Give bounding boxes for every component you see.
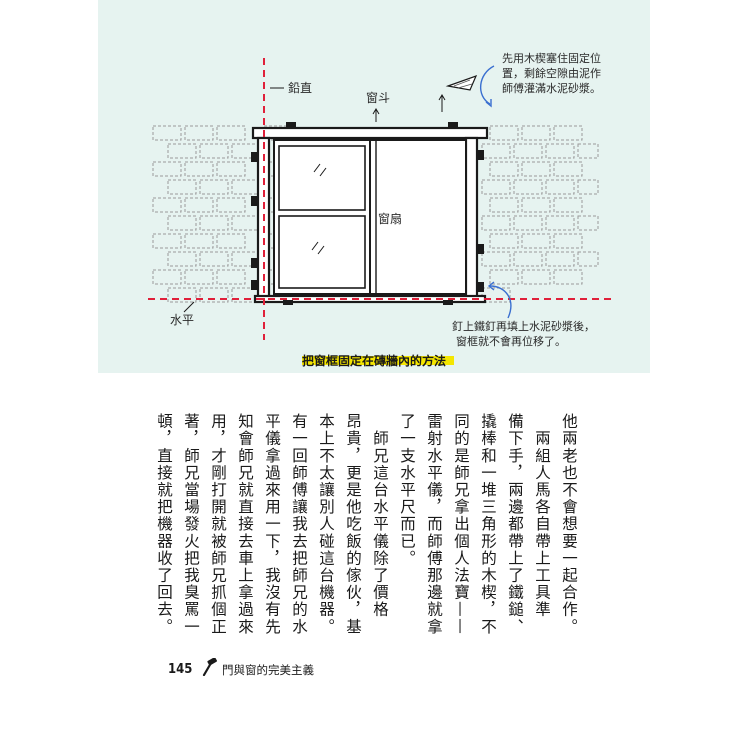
wooden-wedges bbox=[251, 122, 484, 305]
figure-caption: 把窗框固定在磚牆內的方法 bbox=[302, 353, 446, 368]
text-column-1: 他兩老也不會想要一起合作。 bbox=[560, 413, 578, 636]
brick-wall-right bbox=[481, 125, 599, 303]
text-column-2: 兩組人馬各自帶上工具準 bbox=[533, 413, 551, 619]
window-head-label: 窗斗 bbox=[366, 91, 390, 105]
text-column-6: 雷射水平儀，而師傅那邊就拿 bbox=[425, 413, 443, 636]
text-column-5: 同的是師兄拿出個人法寶—— bbox=[452, 413, 470, 636]
text-column-7: 了一支水平尺而已。 bbox=[398, 413, 416, 567]
illustration-panel: 鉛直 窗斗 窗扇 水平 先用木楔塞住固定位 置，剩餘空隙由泥作 師傅灌滿水泥砂漿… bbox=[98, 0, 650, 373]
wedge-icon bbox=[438, 74, 478, 112]
brick-wall-left bbox=[152, 125, 293, 303]
window-frame-diagram: 鉛直 窗斗 窗扇 水平 先用木楔塞住固定位 置，剩餘空隙由泥作 師傅灌滿水泥砂漿… bbox=[148, 51, 616, 368]
book-title: 門與窗的完美主義 bbox=[222, 663, 314, 677]
text-column-15: 著，師兄當場發火把我臭罵一 bbox=[182, 413, 200, 636]
bottom-note-line-2: 窗框就不會再位移了。 bbox=[456, 334, 566, 348]
sash-label: 窗扇 bbox=[378, 211, 402, 226]
top-note-line-2: 置，剩餘空隙由泥作 bbox=[502, 66, 601, 80]
text-column-12: 平儀拿過來用一下，我沒有先 bbox=[263, 413, 281, 636]
text-column-9: 昂貴，更是他吃飯的傢伙，基 bbox=[344, 413, 362, 636]
text-column-10: 本上不太讓別人碰這台機器。 bbox=[317, 413, 335, 636]
window-frame bbox=[251, 126, 489, 304]
window-head-arrow bbox=[372, 108, 380, 122]
text-column-14: 用，才剛打開就被師兄抓個正 bbox=[209, 413, 227, 636]
text-column-3: 備下手，兩邊都帶上了鐵鎚、 bbox=[506, 413, 524, 636]
caption-highlight bbox=[302, 356, 454, 365]
top-note-line-3: 師傅灌滿水泥砂漿。 bbox=[502, 81, 601, 95]
bottom-note-arrow bbox=[489, 285, 512, 319]
text-column-4: 撬棒和一堆三角形的木楔，不 bbox=[479, 413, 497, 636]
plumb-label: 鉛直 bbox=[288, 81, 312, 95]
text-column-8: 師兄這台水平儀除了價格 bbox=[371, 413, 389, 619]
level-arrow bbox=[183, 301, 195, 313]
top-note-arrow bbox=[480, 65, 495, 105]
text-column-16: 頓，直接就把機器收了回去。 bbox=[155, 413, 173, 636]
page-number: 145 bbox=[168, 662, 193, 677]
text-column-13: 知會師兄就直接去車上拿過來 bbox=[236, 413, 254, 636]
text-column-11: 有一回師傅讓我去把師兄的水 bbox=[290, 413, 308, 636]
hammer-icon bbox=[202, 658, 217, 676]
top-note: 先用木楔塞住固定位 置，剩餘空隙由泥作 師傅灌滿水泥砂漿。 bbox=[502, 51, 601, 95]
level-label: 水平 bbox=[170, 313, 194, 327]
top-note-line-1: 先用木楔塞住固定位 bbox=[502, 51, 601, 65]
bottom-note: 釘上鐵釘再填上水泥砂漿後， 窗框就不會再位移了。 bbox=[452, 319, 595, 348]
bottom-note-line-1: 釘上鐵釘再填上水泥砂漿後， bbox=[452, 319, 595, 333]
